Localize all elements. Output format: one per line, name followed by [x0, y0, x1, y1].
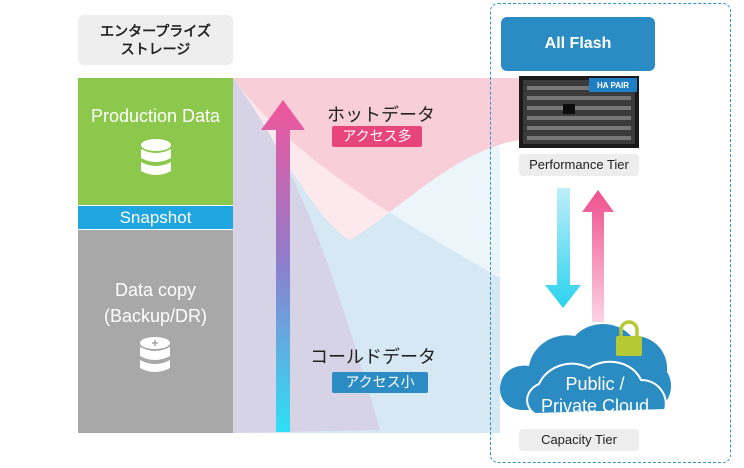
hot-access-badge: アクセス多 [332, 126, 422, 147]
cold-access-badge: アクセス小 [332, 372, 428, 393]
up-arrow [261, 100, 305, 432]
lock-icon [616, 320, 642, 356]
cloud-label: Public / Private Cloud [530, 373, 660, 417]
ha-pair-badge: HA PAIR [597, 81, 629, 90]
database-plus-icon [140, 337, 170, 372]
performance-tier-label: Performance Tier [519, 154, 639, 176]
data-copy-block: Data copy (Backup/DR) [78, 230, 233, 433]
cold-data-title: コールドデータ [310, 347, 436, 367]
tier-frame [490, 3, 731, 463]
cloud-line2: Private Cloud [540, 396, 650, 416]
cloud-line1: Public / [565, 374, 625, 394]
hot-data-title: ホットデータ [327, 105, 435, 125]
enterprise-storage-header: エンタープライズ ストレージ [78, 15, 233, 65]
tier-down-arrow [545, 188, 581, 308]
lavender-wedge [233, 78, 380, 433]
snapshot-bar: Snapshot [78, 206, 233, 229]
capacity-tier-label: Capacity Tier [519, 429, 639, 451]
separator-band [233, 78, 520, 290]
data-copy-label: Data copy (Backup/DR) [78, 277, 233, 329]
production-data-block: Production Data [78, 78, 233, 205]
storage-device-icon: HA PAIR [519, 76, 639, 148]
header-line2: ストレージ [120, 41, 191, 57]
all-flash-box: All Flash [501, 17, 655, 71]
header-line1: エンタープライズ [100, 23, 211, 39]
data-copy-line2: (Backup/DR) [103, 306, 208, 326]
data-copy-line1: Data copy [114, 280, 197, 300]
database-icon [141, 139, 171, 175]
tier-up-arrow [582, 190, 614, 322]
hot-band [233, 78, 520, 240]
production-data-label: Production Data [90, 106, 221, 126]
